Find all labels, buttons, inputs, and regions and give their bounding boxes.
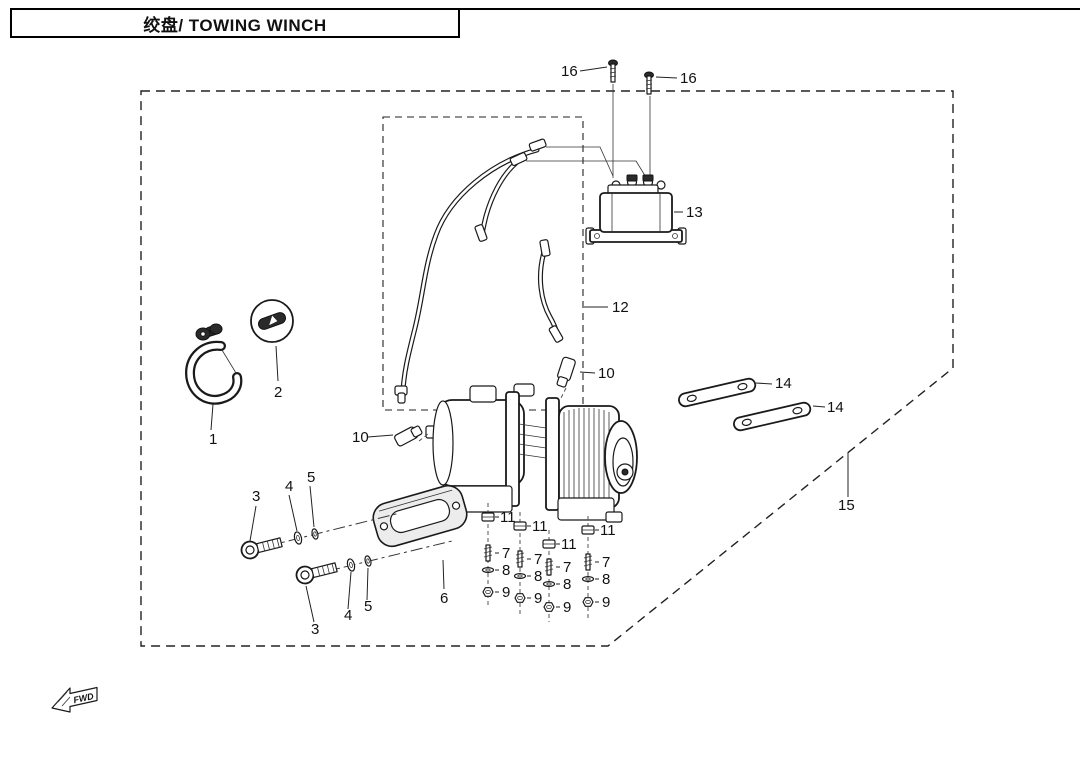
fastener-column-3 [542,530,560,622]
part-callout-5-4: 5 [307,469,315,486]
part-springwasher-lower-5 [364,555,372,567]
part-callout-6-8: 6 [440,590,448,607]
part-washer-upper-4 [293,531,303,545]
part-screw-16-right [644,71,654,180]
part-callout-9-23: 9 [602,594,610,611]
part-callout-3-2: 3 [252,488,260,505]
title-block: 绞盘/ TOWING WINCH [10,8,460,38]
diagram-boundary [140,90,954,647]
part-callout-13-28: 13 [686,204,703,221]
part-winch-assembly [425,383,638,523]
part-strap-1 [678,377,757,408]
part-elbow-right [556,356,576,388]
part-strap-2 [733,401,812,432]
part-callout-15-31: 15 [838,497,855,514]
fwd-arrow-icon [51,686,98,713]
part-callout-14-30: 14 [827,399,844,416]
part-callout-9-19: 9 [563,599,571,616]
part-callout-5-7: 5 [364,598,372,615]
part-hook [184,323,243,405]
part-callout-3-5: 3 [311,621,319,638]
part-callout-7-13: 7 [534,551,542,568]
fwd-label: FWD [72,691,95,705]
part-callout-10-26: 10 [598,365,615,382]
part-springwasher-upper-5 [311,528,319,540]
part-callout-1-0: 1 [209,431,217,448]
part-callout-7-17: 7 [563,559,571,576]
part-callout-14-29: 14 [775,375,792,392]
part-callout-11-12: 11 [500,509,516,526]
part-callout-16-33: 16 [680,70,697,87]
part-callout-4-6: 4 [344,607,352,624]
part-callout-11-20: 11 [561,536,577,553]
leader-lines [210,66,849,623]
part-callout-8-22: 8 [602,571,610,588]
part-callout-12-27: 12 [612,299,629,316]
fwd-symbol: FWD [51,686,98,713]
part-callout-2-1: 2 [274,384,282,401]
part-callout-8-10: 8 [502,562,510,579]
hose-fitting-icon [474,224,488,242]
part-callout-8-18: 8 [563,576,571,593]
top-rule [10,8,1080,10]
part-solenoid [585,174,687,245]
hose-fitting-icon [548,325,564,343]
fastener-column-2 [513,512,531,614]
part-callout-7-9: 7 [502,545,510,562]
part-callout-11-16: 11 [532,518,548,535]
hose-fitting-icon [539,239,551,257]
part-screw-16-left [608,59,618,178]
fastener-column-1 [481,503,499,608]
part-callout-9-15: 9 [534,590,542,607]
part-fairlead [372,484,468,548]
part-bolt-upper [240,537,283,560]
part-callout-8-14: 8 [534,568,542,585]
part-hoses [394,138,650,404]
fastener-column-4 [581,516,599,618]
part-callout-11-24: 11 [600,522,616,539]
part-washer-lower-4 [346,558,356,572]
hose-fitting-icon [509,152,528,167]
page-title: 绞盘/ TOWING WINCH [143,15,327,35]
part-callout-9-11: 9 [502,584,510,601]
part-elbow-left [394,425,423,447]
part-callout-4-3: 4 [285,478,293,495]
part-callout-7-21: 7 [602,554,610,571]
part-cap [250,299,294,343]
part-callout-10-25: 10 [352,429,369,446]
part-bolt-lower [295,562,338,585]
hose-fitting-icon [528,138,547,152]
part-callout-16-32: 16 [561,63,578,80]
